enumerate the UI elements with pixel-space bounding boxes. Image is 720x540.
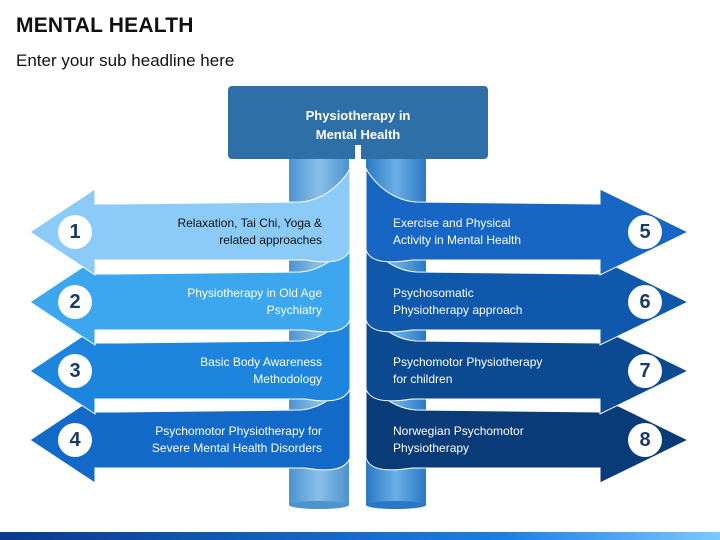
number-circle-8 — [628, 423, 662, 457]
number-circle-6 — [628, 285, 662, 319]
header-box — [228, 86, 488, 159]
number-circle-1 — [58, 215, 92, 249]
arrow-right-5 — [365, 167, 690, 276]
number-circle-5 — [628, 215, 662, 249]
right-item-label-8: Norwegian Psychomotor Physiotherapy — [393, 424, 524, 455]
number-circle-2 — [58, 285, 92, 319]
pillar-right-base — [366, 501, 426, 509]
page-title: MENTAL HEALTH — [16, 14, 194, 37]
arrow-left-1 — [29, 167, 351, 276]
right-item-label-6: Psychosomatic Physiotherapy approach — [393, 286, 523, 317]
left-item-number-1: 1 — [69, 221, 81, 243]
right-item-number-8: 8 — [639, 429, 651, 451]
right-item-label-7: Psychomotor Physiotherapy for children — [393, 355, 543, 386]
number-circle-4 — [58, 423, 92, 457]
page-subtitle: Enter your sub headline here — [16, 51, 235, 70]
right-item-number-5: 5 — [639, 221, 651, 243]
left-item-label-2: Physiotherapy in Old Age Psychiatry — [187, 286, 322, 317]
pillar-divider — [355, 145, 361, 515]
number-circle-7 — [628, 354, 662, 388]
left-item-number-2: 2 — [69, 291, 81, 313]
bottom-bar — [0, 532, 720, 540]
number-circle-3 — [58, 354, 92, 388]
left-item-number-4: 4 — [69, 429, 81, 451]
right-item-number-6: 6 — [639, 291, 651, 313]
left-item-label-1: Relaxation, Tai Chi, Yoga & related appr… — [177, 216, 322, 247]
left-item-label-3: Basic Body Awareness Methodology — [200, 355, 322, 386]
pillar-left-base — [289, 501, 349, 509]
right-item-label-5: Exercise and Physical Activity in Mental… — [393, 216, 522, 247]
header-label: Physiotherapy in Mental Health — [305, 108, 411, 142]
left-item-label-4: Psychomotor Physiotherapy for Severe Men… — [151, 424, 322, 455]
right-item-number-7: 7 — [639, 360, 651, 382]
left-item-number-3: 3 — [69, 360, 81, 382]
